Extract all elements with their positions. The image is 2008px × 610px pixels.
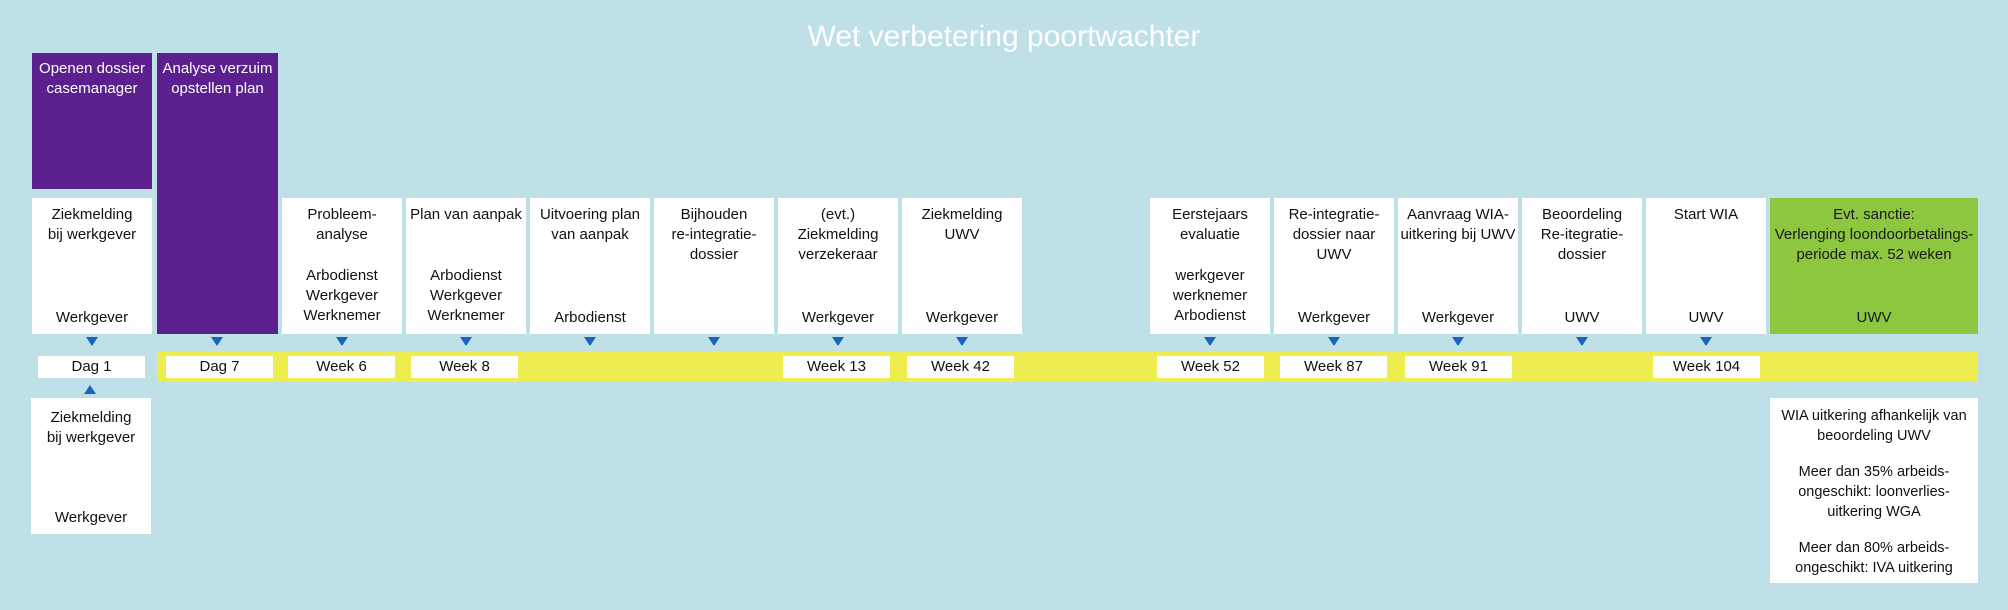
step-title: Plan van aanpak — [410, 206, 522, 223]
diagram-title: Wet verbetering poortwachter — [807, 20, 1201, 53]
step-start-wia: Start WIA UWV — [1646, 198, 1766, 334]
step-title: Probleem- analyse — [307, 206, 377, 243]
timeline-marker: Dag 1 — [38, 356, 145, 378]
step-responsible: UWV — [1688, 309, 1724, 326]
arrow-up-icon — [84, 385, 96, 394]
timeline-marker: Week 87 — [1280, 356, 1387, 378]
step-title: Ziekmelding bij werkgever — [47, 206, 137, 243]
step-ziekmelding-werkgever: Ziekmelding bij werkgever Werkgever — [32, 198, 152, 334]
arrow-down-icon — [1452, 337, 1464, 346]
step-responsible: Arbodienst — [554, 309, 626, 326]
arrow-down-icon — [708, 337, 720, 346]
arrow-down-icon — [832, 337, 844, 346]
arrow-down-icon — [1576, 337, 1588, 346]
timeline-marker: Dag 7 — [166, 356, 273, 378]
step-title: Uitvoering plan van aanpak — [539, 206, 641, 243]
step-title: Start WIA — [1673, 206, 1739, 223]
step-evt-sanctie: Evt. sanctie: Verlenging loondoorbetalin… — [1770, 198, 1978, 334]
phase-open-dossier: Openen dossier casemanager — [32, 53, 152, 189]
step-ziekmelding-uwv: Ziekmelding UWV Werkgever — [902, 198, 1022, 334]
arrow-down-icon — [1700, 337, 1712, 346]
step-responsible: Werkgever — [1297, 309, 1371, 326]
arrow-down-icon — [1328, 337, 1340, 346]
step-probleemanalyse: Probleem- analyse Arbodienst Werkgever W… — [282, 198, 402, 334]
step-ziekmelding-verzekeraar: (evt.) Ziekmelding verzekeraar Werkgever — [778, 198, 898, 334]
wia-uitkering-box: WIA uitkering afhankelijk van beoordelin… — [1770, 398, 1978, 583]
step-title: Eerstejaars evaluatie — [1172, 206, 1248, 243]
step-aanvraag-wia: Aanvraag WIA- uitkering bij UWV Werkgeve… — [1398, 198, 1518, 334]
timeline-marker: Week 42 — [907, 356, 1014, 378]
bottom-ziekmelding-responsible: Werkgever — [54, 509, 128, 526]
timeline-marker: Week 104 — [1653, 356, 1760, 378]
wga-text: Meer dan 35% arbeids- ongeschikt: loonve… — [1798, 464, 1950, 520]
timeline-marker: Week 13 — [783, 356, 890, 378]
arrow-down-icon — [956, 337, 968, 346]
step-eerstejaars-evaluatie: Eerstejaars evaluatie werkgever werkneme… — [1150, 198, 1270, 334]
step-dossier-naar-uwv: Re-integratie- dossier naar UWV Werkgeve… — [1274, 198, 1394, 334]
step-title: (evt.) Ziekmelding verzekeraar — [797, 206, 879, 263]
timeline-marker: Week 52 — [1157, 356, 1264, 378]
step-title: Re-integratie- dossier naar UWV — [1288, 206, 1380, 263]
step-responsible: Werkgever — [801, 309, 875, 326]
phase-analyse-verzuim: Analyse verzuim opstellen plan — [157, 53, 278, 334]
step-title: Evt. sanctie: Verlenging loondoorbetalin… — [1774, 206, 1974, 263]
step-title: Ziekmelding UWV — [921, 206, 1003, 243]
step-parties: werkgever werknemer Arbodienst — [1172, 267, 1248, 324]
bottom-ziekmelding-title: Ziekmelding bij werkgever — [46, 409, 136, 446]
step-parties: Arbodienst Werkgever Werknemer — [427, 267, 505, 324]
arrow-down-icon — [584, 337, 596, 346]
step-parties: Arbodienst Werkgever Werknemer — [303, 267, 381, 324]
arrow-down-icon — [1204, 337, 1216, 346]
step-uitvoering-plan: Uitvoering plan van aanpak Arbodienst — [530, 198, 650, 334]
step-beoordeling-dossier: Beoordeling Re-itegratie- dossier UWV — [1522, 198, 1642, 334]
step-responsible: Werkgever — [1421, 309, 1495, 326]
step-title: Bijhouden re-integratie- dossier — [671, 206, 757, 263]
timeline-marker: Week 6 — [288, 356, 395, 378]
timeline-marker: Week 91 — [1405, 356, 1512, 378]
iva-text: Meer dan 80% arbeids- ongeschikt: IVA ui… — [1795, 540, 1953, 576]
timeline-marker: Week 8 — [411, 356, 518, 378]
step-responsible: UWV — [1856, 309, 1892, 326]
step-responsible: UWV — [1564, 309, 1600, 326]
bottom-ziekmelding-box: Ziekmelding bij werkgever Werkgever — [31, 398, 151, 534]
step-bijhouden-dossier: Bijhouden re-integratie- dossier — [654, 198, 774, 334]
arrow-down-icon — [211, 337, 223, 346]
arrow-down-icon — [86, 337, 98, 346]
step-title: Aanvraag WIA- uitkering bij UWV — [1400, 206, 1516, 243]
arrow-down-icon — [336, 337, 348, 346]
arrow-down-icon — [460, 337, 472, 346]
wia-dependency-text: WIA uitkering afhankelijk van beoordelin… — [1781, 408, 1967, 444]
step-responsible: Werkgever — [925, 309, 999, 326]
step-responsible: Werkgever — [55, 309, 129, 326]
step-title: Beoordeling Re-itegratie- dossier — [1540, 206, 1624, 263]
step-plan-van-aanpak: Plan van aanpak Arbodienst Werkgever Wer… — [406, 198, 526, 334]
